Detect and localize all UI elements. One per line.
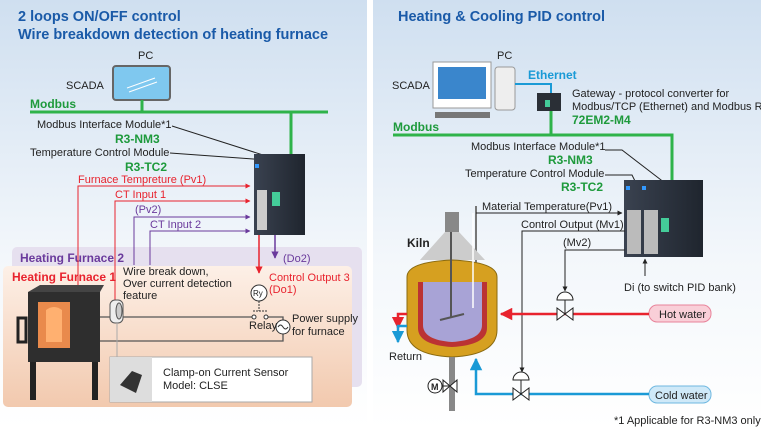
modbus-label-right: Modbus xyxy=(393,120,439,134)
control-output3-label: Control Output 3 xyxy=(269,272,350,284)
right-title: Heating & Cooling PID control xyxy=(398,9,605,25)
nm3-model: R3-NM3 xyxy=(115,132,160,146)
furnace-2-label: Heating Furnace 2 xyxy=(20,251,124,265)
ct-input2-label: CT Input 2 xyxy=(150,219,201,231)
hot-water-valve-icon xyxy=(556,291,574,321)
pc-label: PC xyxy=(138,50,153,62)
nm3-model-right: R3-NM3 xyxy=(548,153,593,167)
kiln-vessel-icon xyxy=(406,212,498,411)
cold-water-pill: Cold water xyxy=(648,385,712,404)
left-panel: 2 loops ON/OFF control Wire breakdown de… xyxy=(0,0,367,428)
gateway-line1: Gateway - protocol converter for xyxy=(572,88,729,100)
nm3-desc: Modbus Interface Module*1 xyxy=(37,119,172,131)
do1-label: (Do1) xyxy=(269,284,297,296)
ethernet-label: Ethernet xyxy=(528,68,577,82)
drain-valve-icon xyxy=(442,378,458,394)
cold-water-valve-icon xyxy=(512,371,530,401)
right-panel: Heating & Cooling PID control PC SCADA E… xyxy=(373,0,761,428)
left-title-1: 2 loops ON/OFF control xyxy=(18,9,181,25)
wire-break-1: Wire break down, xyxy=(123,266,209,278)
hot-water-label: Hot water xyxy=(659,309,706,321)
motor-icon: M xyxy=(427,378,443,394)
sensor-line1: Clamp-on Current Sensor xyxy=(163,367,289,379)
r3-device-right xyxy=(624,180,703,257)
r3-device xyxy=(254,154,305,235)
nm3-desc-right: Modbus Interface Module*1 xyxy=(471,141,606,153)
tc2-desc-right: Temperature Control Module xyxy=(465,168,604,180)
material-temp-label: Material Temperature(Pv1) xyxy=(482,201,612,213)
tc2-model-right: R3-TC2 xyxy=(561,180,603,194)
relay-coil-icon: Ry xyxy=(250,284,268,302)
mv2-label: (Mv2) xyxy=(563,237,591,249)
scada-label-right: SCADA xyxy=(392,80,431,92)
return-label: Return xyxy=(389,351,422,363)
ac-power-icon xyxy=(275,319,291,335)
ry-label: Ry xyxy=(253,289,263,298)
scada-label: SCADA xyxy=(66,80,105,92)
di-label: Di (to switch PID bank) xyxy=(624,282,736,294)
motor-label: M xyxy=(431,382,439,392)
wire-break-3: feature xyxy=(123,290,157,302)
tc2-model: R3-TC2 xyxy=(125,160,167,174)
kiln-label: Kiln xyxy=(407,236,430,250)
gateway-line2: Modbus/TCP (Ethernet) and Modbus RTU xyxy=(572,101,761,113)
power-wires xyxy=(100,316,284,342)
sensor-line2: Model: CLSE xyxy=(163,380,228,392)
tc2-desc: Temperature Control Module xyxy=(30,147,169,159)
ct-input1-label: CT Input 1 xyxy=(115,189,166,201)
hot-water-pill: Hot water xyxy=(648,304,712,323)
furnace-1-label: Heating Furnace 1 xyxy=(12,270,116,284)
modbus-label: Modbus xyxy=(30,97,76,111)
pv2-label: (Pv2) xyxy=(135,204,161,216)
power-supply-1: Power supply xyxy=(292,313,359,325)
desktop-pc-icon xyxy=(432,61,516,118)
wire-break-2: Over current detection xyxy=(123,278,232,290)
control-output-label: Control Output (Mv1) xyxy=(521,219,624,231)
pc-label-right: PC xyxy=(497,50,512,62)
power-supply-2: for furnace xyxy=(292,326,345,338)
left-title-2: Wire breakdown detection of heating furn… xyxy=(18,27,328,43)
footnote: *1 Applicable for R3-NM3 only xyxy=(614,415,761,427)
do2-label: (Do2) xyxy=(283,253,311,265)
monitor-icon xyxy=(112,65,171,101)
cold-water-label: Cold water xyxy=(655,390,708,402)
ct-clamp-icon xyxy=(109,299,124,324)
gateway-device-icon xyxy=(537,93,561,111)
gateway-model: 72EM2-M4 xyxy=(572,113,631,127)
clamp-sensor-box: Clamp-on Current Sensor Model: CLSE xyxy=(109,323,313,403)
relay-label: Relay xyxy=(249,320,278,332)
furnace-temp-label: Furnace Tempreture (Pv1) xyxy=(78,174,206,186)
clamp-sensor-icon xyxy=(120,371,142,393)
furnace-icon xyxy=(16,285,104,400)
modbus-bus xyxy=(30,100,328,158)
